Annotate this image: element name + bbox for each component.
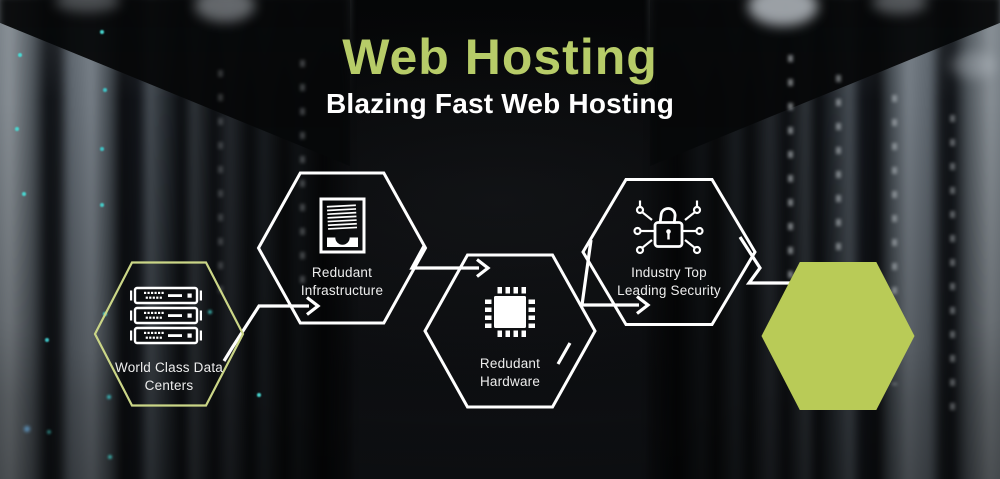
step-label: Industry Top	[631, 265, 707, 280]
hexagon-step-data-centers: World Class Data Centers	[93, 261, 245, 407]
document-stack-icon	[319, 197, 366, 254]
light-streak	[195, 0, 255, 22]
hexagon-outline	[581, 178, 757, 326]
banner-subtitle: Blazing Fast Web Hosting	[325, 88, 675, 119]
hexagon-outline	[423, 253, 597, 409]
rack-led-strip	[788, 55, 793, 315]
connector-arrow-1	[222, 304, 309, 362]
accent-dash	[556, 342, 572, 365]
hexagon-step-final	[761, 262, 915, 410]
teal-led-lights	[18, 53, 22, 57]
connector-arrow-2	[409, 245, 479, 270]
light-streak	[55, 0, 120, 12]
step-label: Centers	[145, 378, 194, 393]
step-label: Redudant	[480, 356, 540, 371]
rack-led-strip	[218, 70, 223, 300]
connector-arrow-4	[738, 236, 805, 285]
arrowhead-icon	[636, 295, 651, 315]
step-label: Redudant	[312, 265, 372, 280]
hexagon-solid	[761, 262, 915, 410]
step-label: Infrastructure	[301, 283, 383, 298]
hexagon-step-hardware: Redudant Hardware	[423, 253, 597, 409]
step-label: Hardware	[480, 374, 540, 389]
cpu-chip-icon	[485, 287, 535, 337]
server-rack-icon	[128, 286, 204, 345]
rack-led-strip	[836, 75, 841, 355]
rack-led-strip	[300, 60, 305, 300]
step-label: Leading Security	[617, 283, 721, 298]
rack-led-strip	[892, 95, 897, 385]
banner-title: Web Hosting	[342, 29, 658, 85]
hexagon-outline	[256, 171, 428, 325]
hexagon-outline	[93, 261, 245, 407]
light-streak	[950, 52, 996, 78]
circuit-lock-icon	[633, 200, 704, 255]
rack-led-strip	[950, 115, 955, 415]
step-label: World Class Data	[115, 360, 223, 375]
light-streak	[872, 0, 927, 14]
arrowhead-icon	[306, 296, 321, 316]
hexagon-step-security: Industry Top Leading Security	[581, 178, 757, 326]
arrowhead-icon	[476, 258, 491, 278]
hexagon-step-infrastructure: Redudant Infrastructure	[256, 171, 428, 325]
